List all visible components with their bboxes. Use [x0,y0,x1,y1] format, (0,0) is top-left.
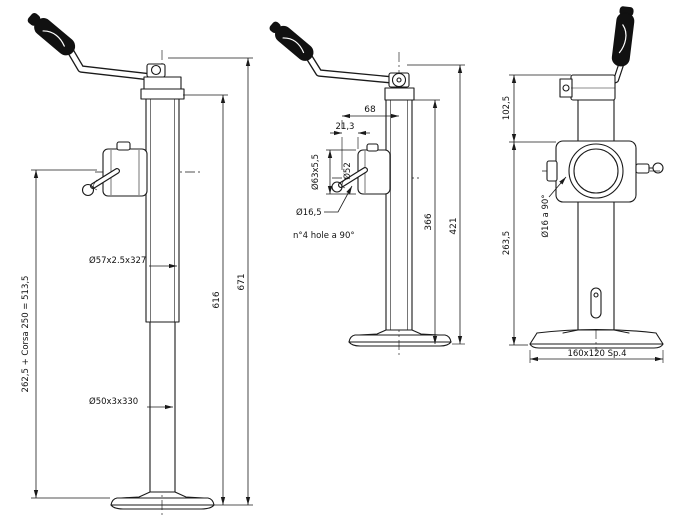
clamp-bracket [331,143,391,195]
pin-clip [93,179,98,191]
clamp-bolt [116,141,131,151]
housing-flange [140,88,185,100]
crank-grip [269,21,314,61]
housing-cap [143,76,182,90]
outer-tube-label: Ø57x2.5x327 [89,255,146,266]
crank-assembly [27,12,166,81]
base-plate-label: 160x120 Sp.4 [567,349,626,359]
inner-tube-label: Ø50x3x330 [89,396,138,407]
outer-tube [385,99,413,331]
housing-flange [384,87,415,101]
crank-grip [611,6,635,67]
tube-height-label: 366 [424,213,434,230]
brand-swoosh-icon [618,24,627,54]
base-plate [110,491,215,510]
view-side-retracted: 68 21,3 Ø63x5,5 Ø52 Ø16,5 n°4 hole a 90°… [269,21,465,355]
crank-assembly [269,21,410,88]
dim-tube-height: 616 [183,94,228,505]
dim-stroke: 262,5 + Corsa 250 = 513,5 [21,169,110,499]
clamp-bracket [81,141,148,197]
brand-swoosh-icon [42,30,65,47]
lock-slot [590,287,602,319]
tube-height-label: 616 [212,291,222,308]
label-outer-tube: Ø57x2.5x327 [89,255,177,269]
base-plate-front [529,328,664,349]
dim-lower-height: 263,5 [502,142,528,346]
pin-ring [81,183,95,197]
clamp-ring-inner [573,148,619,194]
brand-swoosh-icon [282,37,305,54]
pin-ring [652,162,664,174]
holes-note-label: n°4 hole a 90° [293,231,355,241]
grip-body [275,25,314,61]
clamp-front [546,140,664,203]
pin-boss [635,163,650,174]
pin-clip [341,178,346,189]
grip-body [611,12,635,67]
dim-base-plate: 160x120 Sp.4 [529,349,664,363]
clamp-bolt [366,143,379,152]
crank-assembly [601,6,635,88]
dim-tube-height: 366 [414,99,440,344]
clamp-ring-outer [568,143,624,199]
pivot-bolt [150,64,162,76]
gear-housing [559,74,616,101]
base-plate [348,329,452,347]
holes-label: Ø16 a 90° [540,194,551,237]
lower-height-label: 263,5 [502,231,512,255]
dim-overall-height: 421 [407,64,465,345]
label-holes: Ø16 a 90° [540,176,567,238]
clamp-to-axis-label: 68 [364,105,376,115]
gearbox-flange [559,78,573,98]
dim-clamp-to-axis: 68 [341,105,399,129]
pin-offset-label: 21,3 [336,122,355,132]
overall-height-label: 421 [449,217,459,234]
grip-body [34,18,76,56]
clamp-tube-label: Ø63x5,5 [310,154,321,190]
upper-height-label: 102,5 [502,96,512,120]
clamp-tab [546,160,558,182]
stroke-formula-label: 262,5 + Corsa 250 = 513,5 [21,276,31,393]
view-side-extended: 671 616 262,5 + Corsa 250 = 513,5 Ø57x2.… [21,12,253,518]
label-inner-tube: Ø50x3x330 [89,396,173,410]
hole-dia-label: Ø16,5 [296,207,322,218]
label-hole-dia: Ø16,5 [296,185,353,218]
overall-height-label: 671 [237,273,247,290]
crank-grip [27,12,76,56]
view-front: 102,5 263,5 Ø16 a 90° 160x120 Sp.4 [502,6,664,363]
pivot-bolt [391,72,407,88]
outer-tube [145,98,180,323]
dim-upper-height: 102,5 [502,74,571,143]
flange-bolt [562,84,570,92]
dim-pin-offset: 21,3 [330,122,370,170]
dim-overall-height: 671 [168,57,253,506]
tube-od-label: Ø52 [342,162,353,180]
gear-housing [140,76,185,100]
gearbox-body [570,74,616,101]
dim-tube-od: Ø52 [342,162,353,180]
